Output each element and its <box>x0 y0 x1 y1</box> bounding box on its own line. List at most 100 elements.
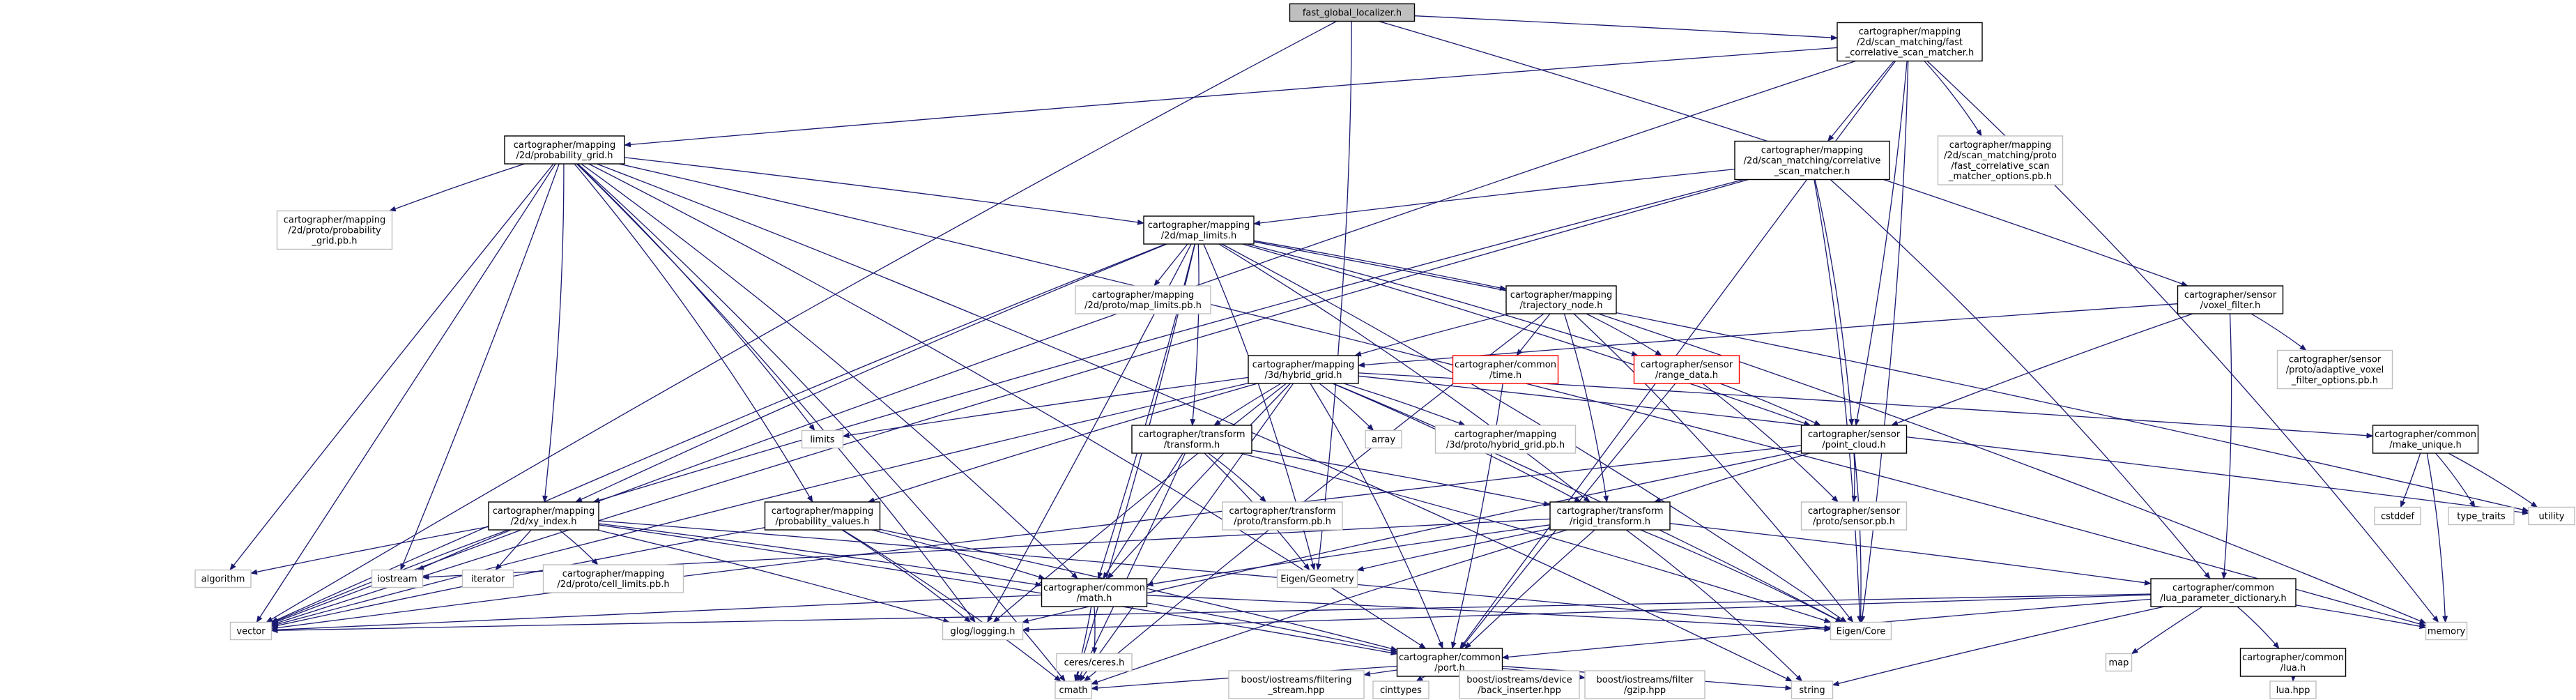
node-string[interactable]: string <box>1791 680 1834 699</box>
node-fcsm[interactable]: cartographer/mapping/2d/scan_matching/fa… <box>1837 22 1983 62</box>
node-box <box>1633 355 1740 384</box>
node-iostream[interactable]: iostream <box>371 569 424 588</box>
node-box <box>801 429 844 449</box>
node-label: /fast_correlative_scan <box>1951 161 2049 172</box>
node-label: cartographer/mapping <box>1859 27 1961 38</box>
node-label: /math.h <box>1077 593 1112 604</box>
node-pointcloud[interactable]: cartographer/sensor/point_cloud.h <box>1800 425 1908 454</box>
node-label: cartographer/mapping <box>1455 429 1557 440</box>
node-probval[interactable]: cartographer/mapping/probability_values.… <box>764 501 881 531</box>
edge-csm-to-eigencore <box>1814 179 1863 623</box>
node-maplim_pb[interactable]: cartographer/mapping/2d/proto/map_limits… <box>1075 285 1211 314</box>
node-math[interactable]: cartographer/common/math.h <box>1041 578 1148 607</box>
node-label: cartographer/mapping <box>493 506 595 517</box>
node-root[interactable]: fast_global_localizer.h <box>1289 3 1416 22</box>
node-voxel[interactable]: cartographer/sensor/voxel_filter.h <box>2177 285 2284 314</box>
edge-rigid-to-string <box>1625 529 1803 682</box>
edge-hybrid-to-array <box>1319 383 1374 432</box>
edge-transform-to-math <box>1103 452 1183 579</box>
node-label: cartographer/mapping <box>1949 140 2052 151</box>
node-glog[interactable]: glog/logging.h <box>942 621 1024 641</box>
edge-csm-to-vector <box>270 178 1749 626</box>
node-label: cinttypes <box>1380 685 1422 696</box>
node-celllim_pb[interactable]: cartographer/mapping/2d/proto/cell_limit… <box>542 564 684 593</box>
node-rangedata[interactable]: cartographer/sensor/range_data.h <box>1633 355 1740 384</box>
node-map[interactable]: map <box>2105 653 2133 672</box>
edge-hybrid-to-eigencore <box>1333 383 1843 623</box>
node-transform[interactable]: cartographer/transform/transform.h <box>1131 425 1252 454</box>
edge-root-to-vector <box>266 20 1337 623</box>
node-sensor_pb[interactable]: cartographer/sensor/proto/sensor.pb.h <box>1800 501 1908 531</box>
node-cmath[interactable]: cmath <box>1055 680 1092 699</box>
node-label: /range_data.h <box>1655 370 1718 381</box>
node-makeunique[interactable]: cartographer/common/make_unique.h <box>2372 425 2479 454</box>
node-pg_pb[interactable]: cartographer/mapping/2d/proto/probabilit… <box>276 210 393 250</box>
node-lua[interactable]: cartographer/common/lua.h <box>2239 648 2347 677</box>
edge-voxel-to-pointcloud <box>1891 313 2193 426</box>
edge-pointcloud-to-sensor_pb <box>1851 452 1857 503</box>
edge-pg-to-string <box>596 163 1793 682</box>
node-transform_pb[interactable]: cartographer/transform/proto/transform.p… <box>1222 501 1343 531</box>
node-label: /transform.h <box>1164 440 1220 450</box>
node-csm[interactable]: cartographer/mapping/2d/scan_matching/co… <box>1734 140 1890 181</box>
node-array[interactable]: array <box>1365 429 1402 449</box>
node-boostgzip[interactable]: boost/iostreams/filter/gzip.hpp <box>1584 670 1705 699</box>
node-label: cartographer/sensor <box>2289 355 2382 365</box>
edge-pointcloud-to-rigid <box>1653 452 1810 503</box>
node-memory[interactable]: memory <box>2425 621 2468 641</box>
node-hybrid_pb[interactable]: cartographer/mapping/3d/proto/hybrid_gri… <box>1434 425 1577 454</box>
node-luahpp[interactable]: lua.hpp <box>2269 680 2317 699</box>
node-boostdev[interactable]: boost/iostreams/device/back_inserter.hpp <box>1459 670 1580 699</box>
node-pg[interactable]: cartographer/mapping/2d/probability_grid… <box>504 135 625 165</box>
node-box <box>2372 425 2479 454</box>
edge-xyindex-to-celllim_pb <box>558 529 599 565</box>
node-box <box>1830 621 1892 641</box>
node-iterator[interactable]: iterator <box>461 569 514 588</box>
node-box <box>1937 135 2064 185</box>
node-fcsm_pb[interactable]: cartographer/mapping/2d/scan_matching/pr… <box>1937 135 2064 185</box>
node-label: _grid.pb.h <box>312 236 358 247</box>
edge-probval-to-vector <box>270 526 765 629</box>
node-vector[interactable]: vector <box>229 621 273 641</box>
edge-probval-to-math <box>871 529 1046 580</box>
node-boostfilt[interactable]: boost/iostreams/filtering_stream.hpp <box>1228 670 1365 699</box>
node-voxel_pb[interactable]: cartographer/sensor/proto/adaptive_voxel… <box>2276 349 2393 390</box>
node-luadict[interactable]: cartographer/common/lua_parameter_dictio… <box>2150 578 2297 607</box>
node-box <box>1041 578 1148 607</box>
edge-xyindex-to-algorithm <box>250 526 489 575</box>
node-label: cstddef <box>2381 512 2415 522</box>
node-label: /gzip.hpp <box>1624 685 1666 696</box>
edge-math-to-cmath <box>1074 606 1092 682</box>
node-ceres[interactable]: ceres/ceres.h <box>1056 653 1133 672</box>
node-typetraits[interactable]: type_traits <box>2448 506 2515 526</box>
node-algorithm[interactable]: algorithm <box>194 569 252 588</box>
edge-fcsm-to-pg <box>624 47 1838 148</box>
node-label: boost/iostreams/filtering <box>1241 675 1351 685</box>
node-label: /point_cloud.h <box>1822 440 1886 450</box>
node-box <box>1056 653 1133 672</box>
node-maplim[interactable]: cartographer/mapping/2d/map_limits.h <box>1143 215 1255 245</box>
node-cstddef[interactable]: cstddef <box>2374 506 2421 526</box>
node-label: cartographer/mapping <box>1252 360 1355 370</box>
node-hybrid[interactable]: cartographer/mapping/3d/hybrid_grid.h <box>1248 355 1359 384</box>
node-utility[interactable]: utility <box>2528 506 2575 526</box>
node-trajnode[interactable]: cartographer/mapping/trajectory_node.h <box>1505 285 1617 314</box>
node-label: cartographer/common <box>2172 583 2274 593</box>
edge-luadict-to-map <box>2131 606 2203 655</box>
node-box <box>1131 425 1252 454</box>
node-cinttypes[interactable]: cinttypes <box>1372 680 1429 699</box>
node-limits[interactable]: limits <box>801 429 844 449</box>
node-box <box>2105 653 2133 672</box>
node-rigid[interactable]: cartographer/transform/rigid_transform.h <box>1549 501 1671 531</box>
node-box <box>542 564 684 593</box>
edge-transform-to-eigencore <box>1240 452 1832 623</box>
node-label: cartographer/sensor <box>1808 506 1901 517</box>
node-xyindex[interactable]: cartographer/mapping/2d/xy_index.h <box>488 501 599 531</box>
edge-pg-to-math <box>581 163 1078 579</box>
node-eigengeo[interactable]: Eigen/Geometry <box>1276 569 1358 588</box>
node-eigencore[interactable]: Eigen/Core <box>1830 621 1892 641</box>
node-time[interactable]: cartographer/common/time.h <box>1452 355 1559 384</box>
edge-root-to-fcsm <box>1414 15 1838 40</box>
edge-csm-to-maplim <box>1253 168 1735 226</box>
edge-trajnode-to-hybrid <box>1354 313 1510 357</box>
